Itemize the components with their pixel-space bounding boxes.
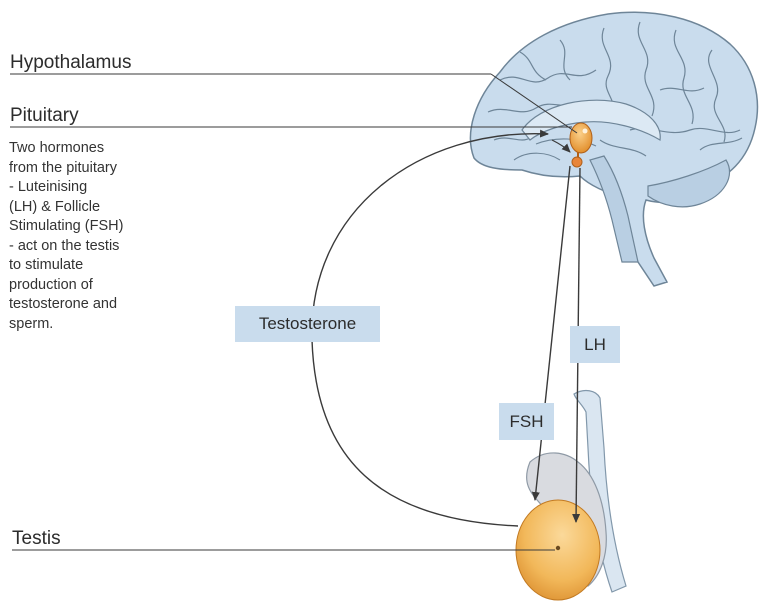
description-line: - Luteinising: [9, 178, 159, 198]
testosterone-label: Testosterone: [235, 306, 380, 342]
description-line: Stimulating (FSH): [9, 217, 159, 237]
description-line: Two hormones: [9, 139, 159, 159]
hypothalamus-label: Hypothalamus: [10, 52, 131, 74]
description-line: testosterone and: [9, 295, 159, 315]
description-text: Two hormones from the pituitary - Lutein…: [9, 139, 159, 334]
fsh-arrow: [535, 166, 570, 500]
lh-label: LH: [570, 326, 620, 363]
description-line: (LH) & Follicle: [9, 198, 159, 218]
description-line: sperm.: [9, 315, 159, 335]
testis-label: Testis: [12, 528, 61, 550]
description-line: to stimulate: [9, 256, 159, 276]
description-line: from the pituitary: [9, 159, 159, 179]
brain-illustration: [470, 12, 757, 286]
description-line: production of: [9, 276, 159, 296]
brain-outline: [470, 12, 757, 286]
fsh-label: FSH: [499, 403, 554, 440]
description-line: - act on the testis: [9, 237, 159, 257]
pituitary-label: Pituitary: [10, 105, 79, 127]
